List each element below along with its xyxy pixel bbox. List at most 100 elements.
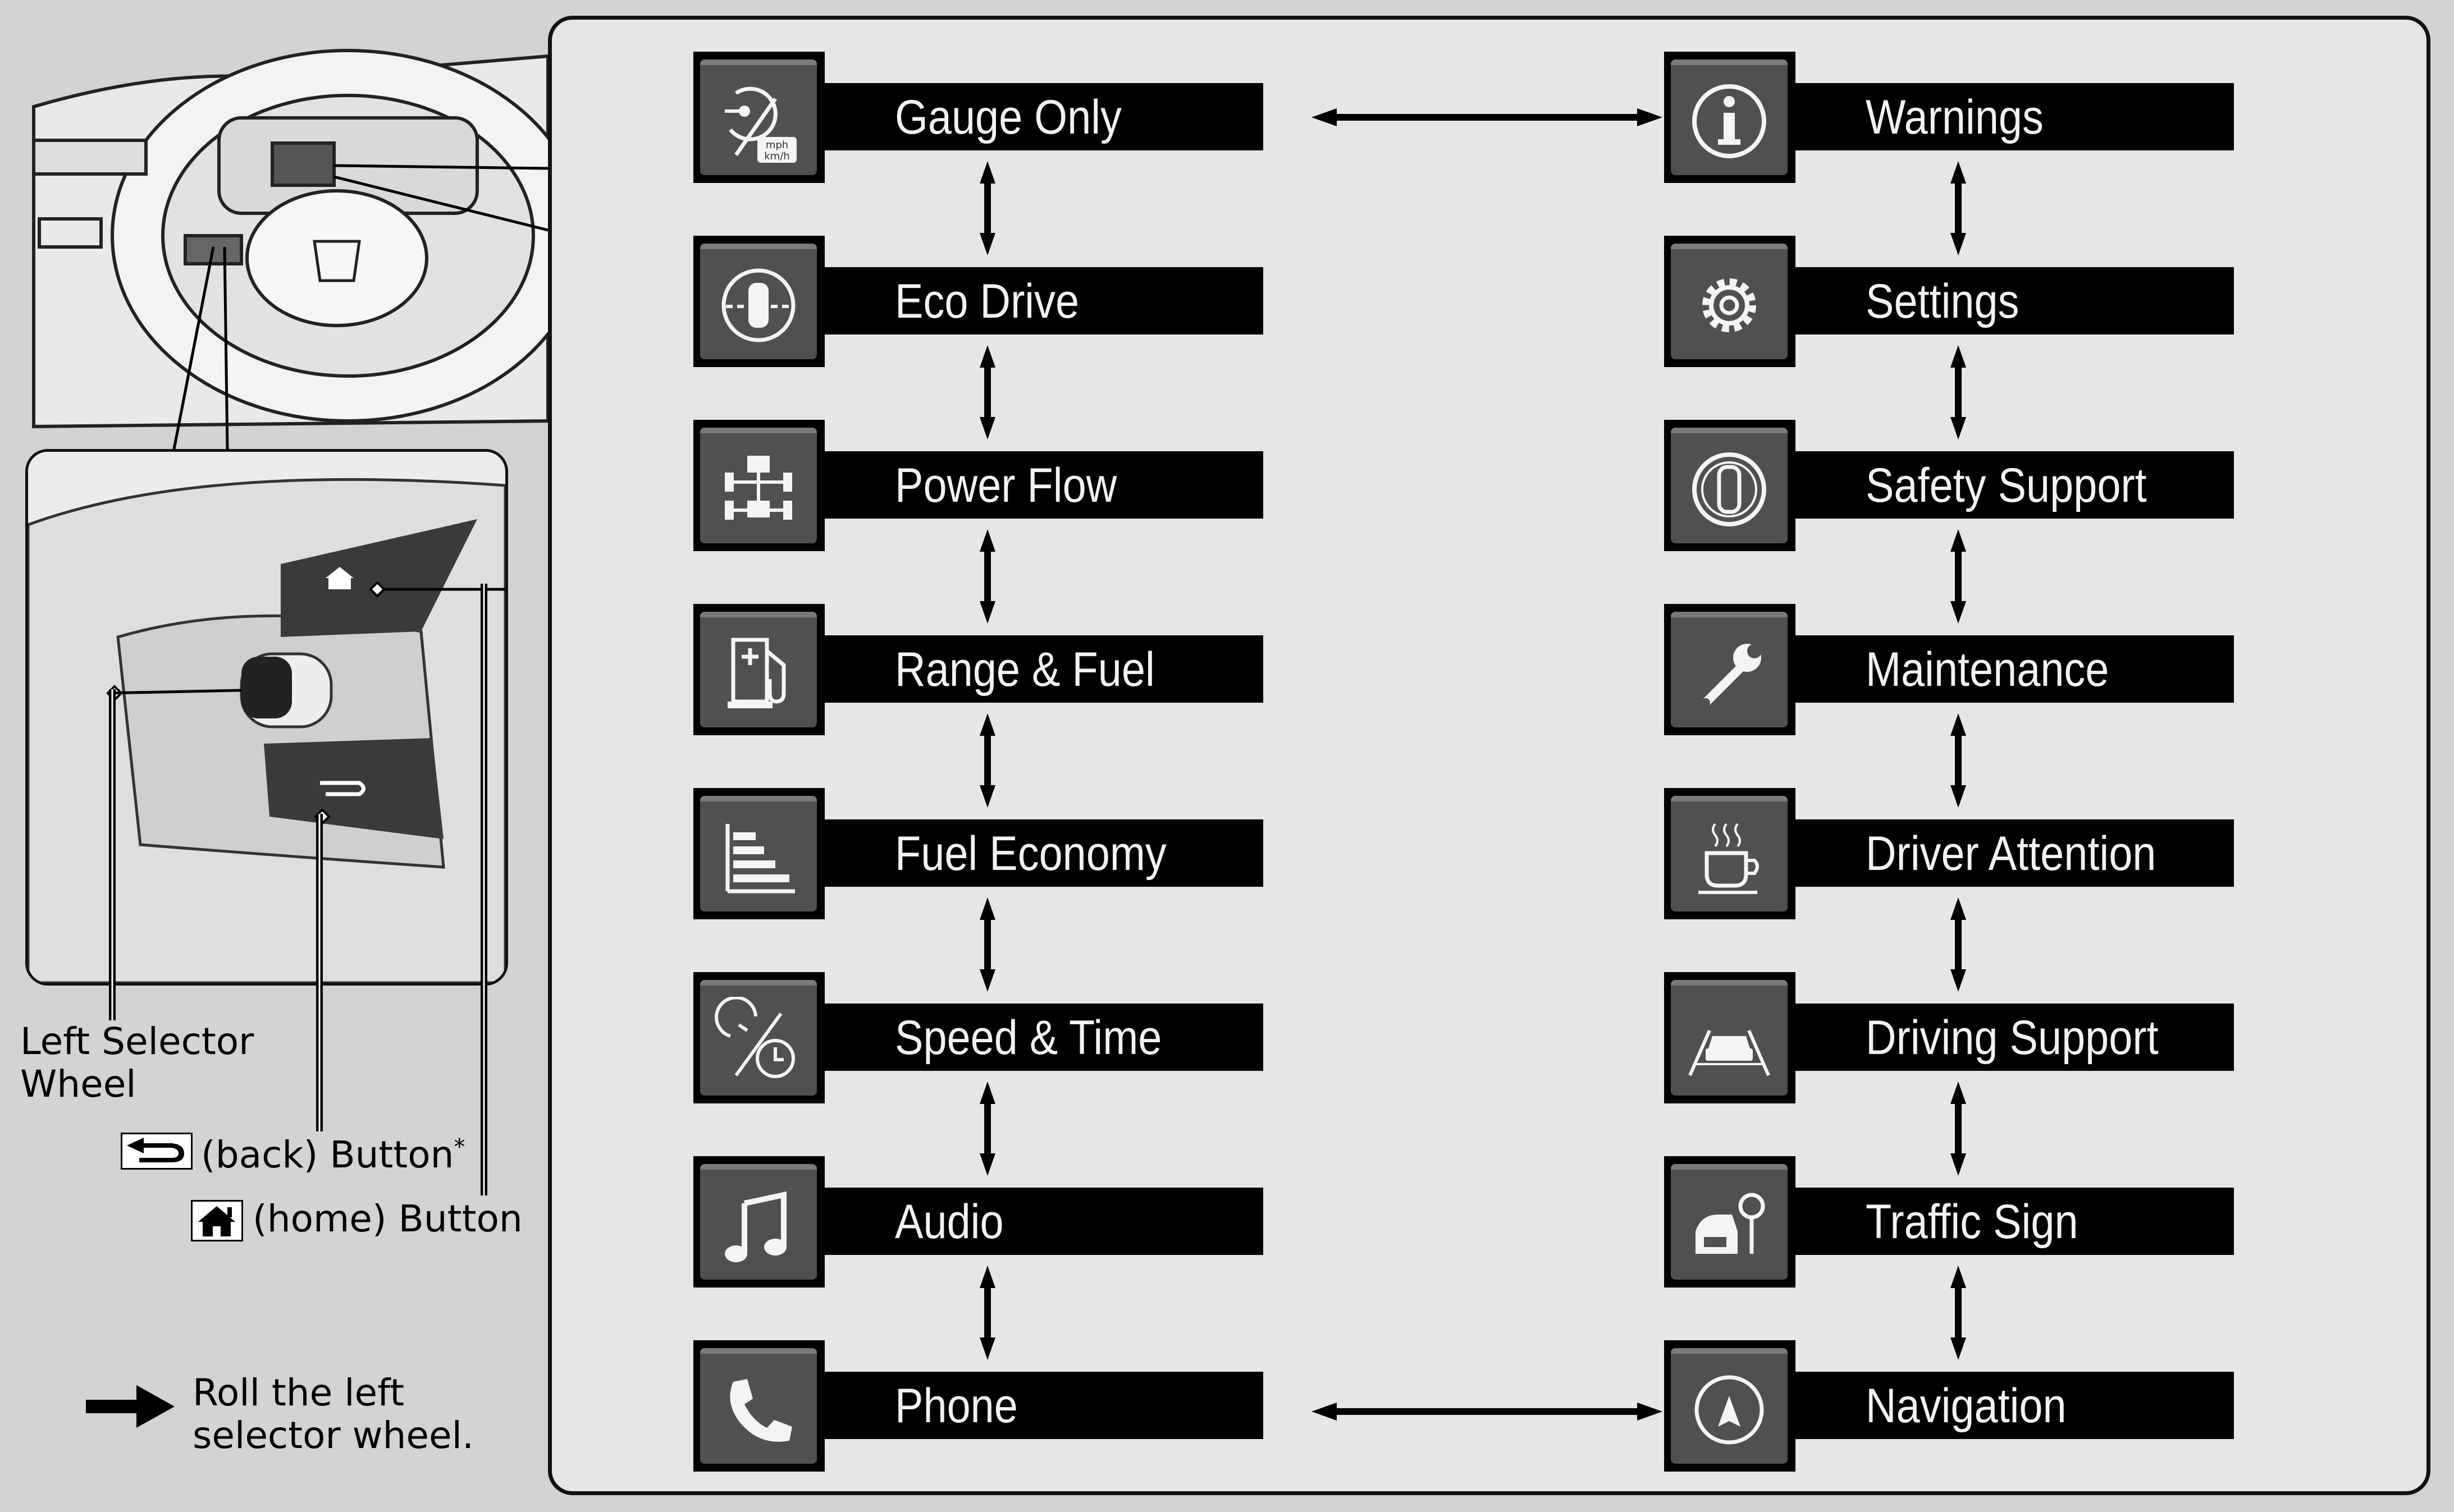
menu-item-warnings[interactable]: Warnings: [1664, 52, 2234, 183]
menu-label-bar: Safety Support: [1795, 451, 2234, 519]
double-arrow-vertical: [980, 713, 995, 808]
bar-graph-icon: [725, 824, 795, 894]
icon-tile: [693, 236, 825, 367]
menu-item-maintenance[interactable]: Maintenance: [1664, 604, 2234, 735]
menu-item-traffic-sign[interactable]: Traffic Sign: [1664, 1156, 2234, 1288]
asterisk: *: [2223, 299, 2234, 324]
safety-car-icon: [1692, 452, 1766, 526]
icon-tile: [1664, 788, 1795, 919]
icon-tile-face: [700, 428, 817, 543]
selector-wheel-label-line2: Wheel: [20, 1062, 136, 1106]
roll-instruction: Roll the left selector wheel.: [193, 1372, 474, 1457]
double-arrow-horizontal: [1311, 1403, 1662, 1421]
menu-label-bar: Eco Drive: [825, 267, 1263, 335]
back-arrow-icon: [127, 1138, 184, 1162]
icon-tile: [1664, 1340, 1795, 1472]
home-button-symbol: [191, 1200, 243, 1241]
double-arrow-vertical: [1950, 1082, 1966, 1176]
icon-tile-face: [1671, 59, 1788, 175]
icon-tile-face: [700, 1164, 817, 1280]
menu-item-label: Eco Drive: [895, 274, 1080, 328]
home-icon: [198, 1206, 235, 1236]
icon-tile: [1664, 420, 1795, 551]
coffee-cup-icon: [1698, 823, 1759, 894]
home-icon: [326, 567, 354, 589]
icon-tile: [693, 1156, 825, 1288]
double-arrow-vertical: [1950, 345, 1966, 439]
icon-tile: [693, 420, 825, 551]
icon-tile-face: [700, 980, 817, 1096]
menu-label-bar: Audio: [825, 1188, 1263, 1255]
menu-label-bar: Settings: [1795, 267, 2234, 335]
home-button-label: (home) Button: [253, 1197, 523, 1240]
menu-item-settings[interactable]: Settings *: [1664, 236, 2234, 367]
menu-item-label: Gauge Only: [895, 90, 1122, 144]
menu-item-phone[interactable]: Phone: [693, 1340, 1263, 1472]
menu-label-bar: Maintenance: [1795, 635, 2234, 703]
info-icon: [1692, 84, 1766, 158]
music-note-icon: [725, 1191, 787, 1262]
menu-item-label: Phone: [895, 1379, 1018, 1433]
menu-item-label: Fuel Economy: [895, 827, 1167, 881]
menu-item-driver-attention[interactable]: Driver Attention: [1664, 788, 2234, 919]
double-arrow-vertical: [1950, 713, 1966, 808]
menu-item-fuel-economy[interactable]: Fuel Economy: [693, 788, 1263, 919]
icon-tile: [693, 788, 825, 919]
icon-tile-face: [700, 796, 817, 911]
speed-time-icon: [715, 997, 795, 1078]
icon-tile-face: [1671, 612, 1788, 727]
menu-item-label: Traffic Sign: [1866, 1195, 2078, 1249]
double-arrow-vertical: [1950, 529, 1966, 624]
phone-icon: [730, 1379, 792, 1442]
icon-tile: [693, 1340, 825, 1472]
menu-item-driving-support[interactable]: Driving Support: [1664, 972, 2234, 1103]
wrench-icon: [1701, 644, 1762, 707]
icon-tile-face: [1671, 796, 1788, 911]
double-arrow-vertical: [1950, 1266, 1966, 1360]
back-button-text: (back) Button: [201, 1133, 454, 1176]
lane-car-icon: [1688, 1029, 1770, 1076]
menu-item-power-flow[interactable]: Power Flow: [693, 420, 1263, 551]
menu-item-audio[interactable]: Audio: [693, 1156, 1263, 1288]
icon-tile-face: [700, 244, 817, 359]
menu-label-bar: Driving Support: [1795, 1004, 2234, 1071]
menu-item-eco-drive[interactable]: Eco Drive: [693, 236, 1263, 367]
selector-wheel-label-line1: Left Selector: [20, 1020, 254, 1063]
icon-tile-face: [1671, 428, 1788, 543]
icon-tile: [1664, 604, 1795, 735]
menu-item-label: Driving Support: [1866, 1011, 2159, 1065]
menu-label-bar: Range & Fuel: [825, 635, 1263, 703]
svg-text:mph: mph: [766, 139, 788, 151]
menu-item-range-fuel[interactable]: Range & Fuel: [693, 604, 1263, 735]
menu-item-label: Warnings: [1866, 90, 2044, 144]
menu-label-bar: Navigation: [1795, 1372, 2234, 1439]
menu-item-label: Settings: [1866, 274, 2019, 328]
back-icon: [320, 781, 365, 796]
gear-icon: [1702, 278, 1756, 332]
menu-item-speed-time[interactable]: Speed & Time: [693, 972, 1263, 1103]
callout-lines: [172, 164, 549, 450]
menu-item-label: Safety Support: [1866, 459, 2147, 512]
roll-instruction-line1: Roll the left: [193, 1371, 405, 1414]
menu-label-bar: Traffic Sign: [1795, 1188, 2234, 1255]
asterisk: *: [454, 1134, 465, 1160]
selector-wheel-label: Left Selector Wheel: [20, 1020, 254, 1106]
menu-label-bar: Phone: [825, 1372, 1263, 1439]
steering-switch-closeup: [25, 449, 508, 986]
svg-text:km/h: km/h: [764, 150, 789, 162]
compass-icon: [1694, 1375, 1764, 1445]
menu-label-bar: Fuel Economy: [825, 819, 1263, 887]
back-button-symbol: [121, 1133, 193, 1170]
menu-item-label: Navigation: [1866, 1379, 2067, 1433]
double-arrow-vertical: [980, 897, 995, 992]
double-arrow-vertical: [980, 345, 995, 439]
menu-item-safety-support[interactable]: Safety Support: [1664, 420, 2234, 551]
icon-tile-face: [1671, 244, 1788, 359]
menu-item-label: Range & Fuel: [895, 643, 1155, 697]
fuel-pump-icon: [728, 638, 786, 708]
menu-item-navigation[interactable]: Navigation*: [1664, 1340, 2234, 1472]
